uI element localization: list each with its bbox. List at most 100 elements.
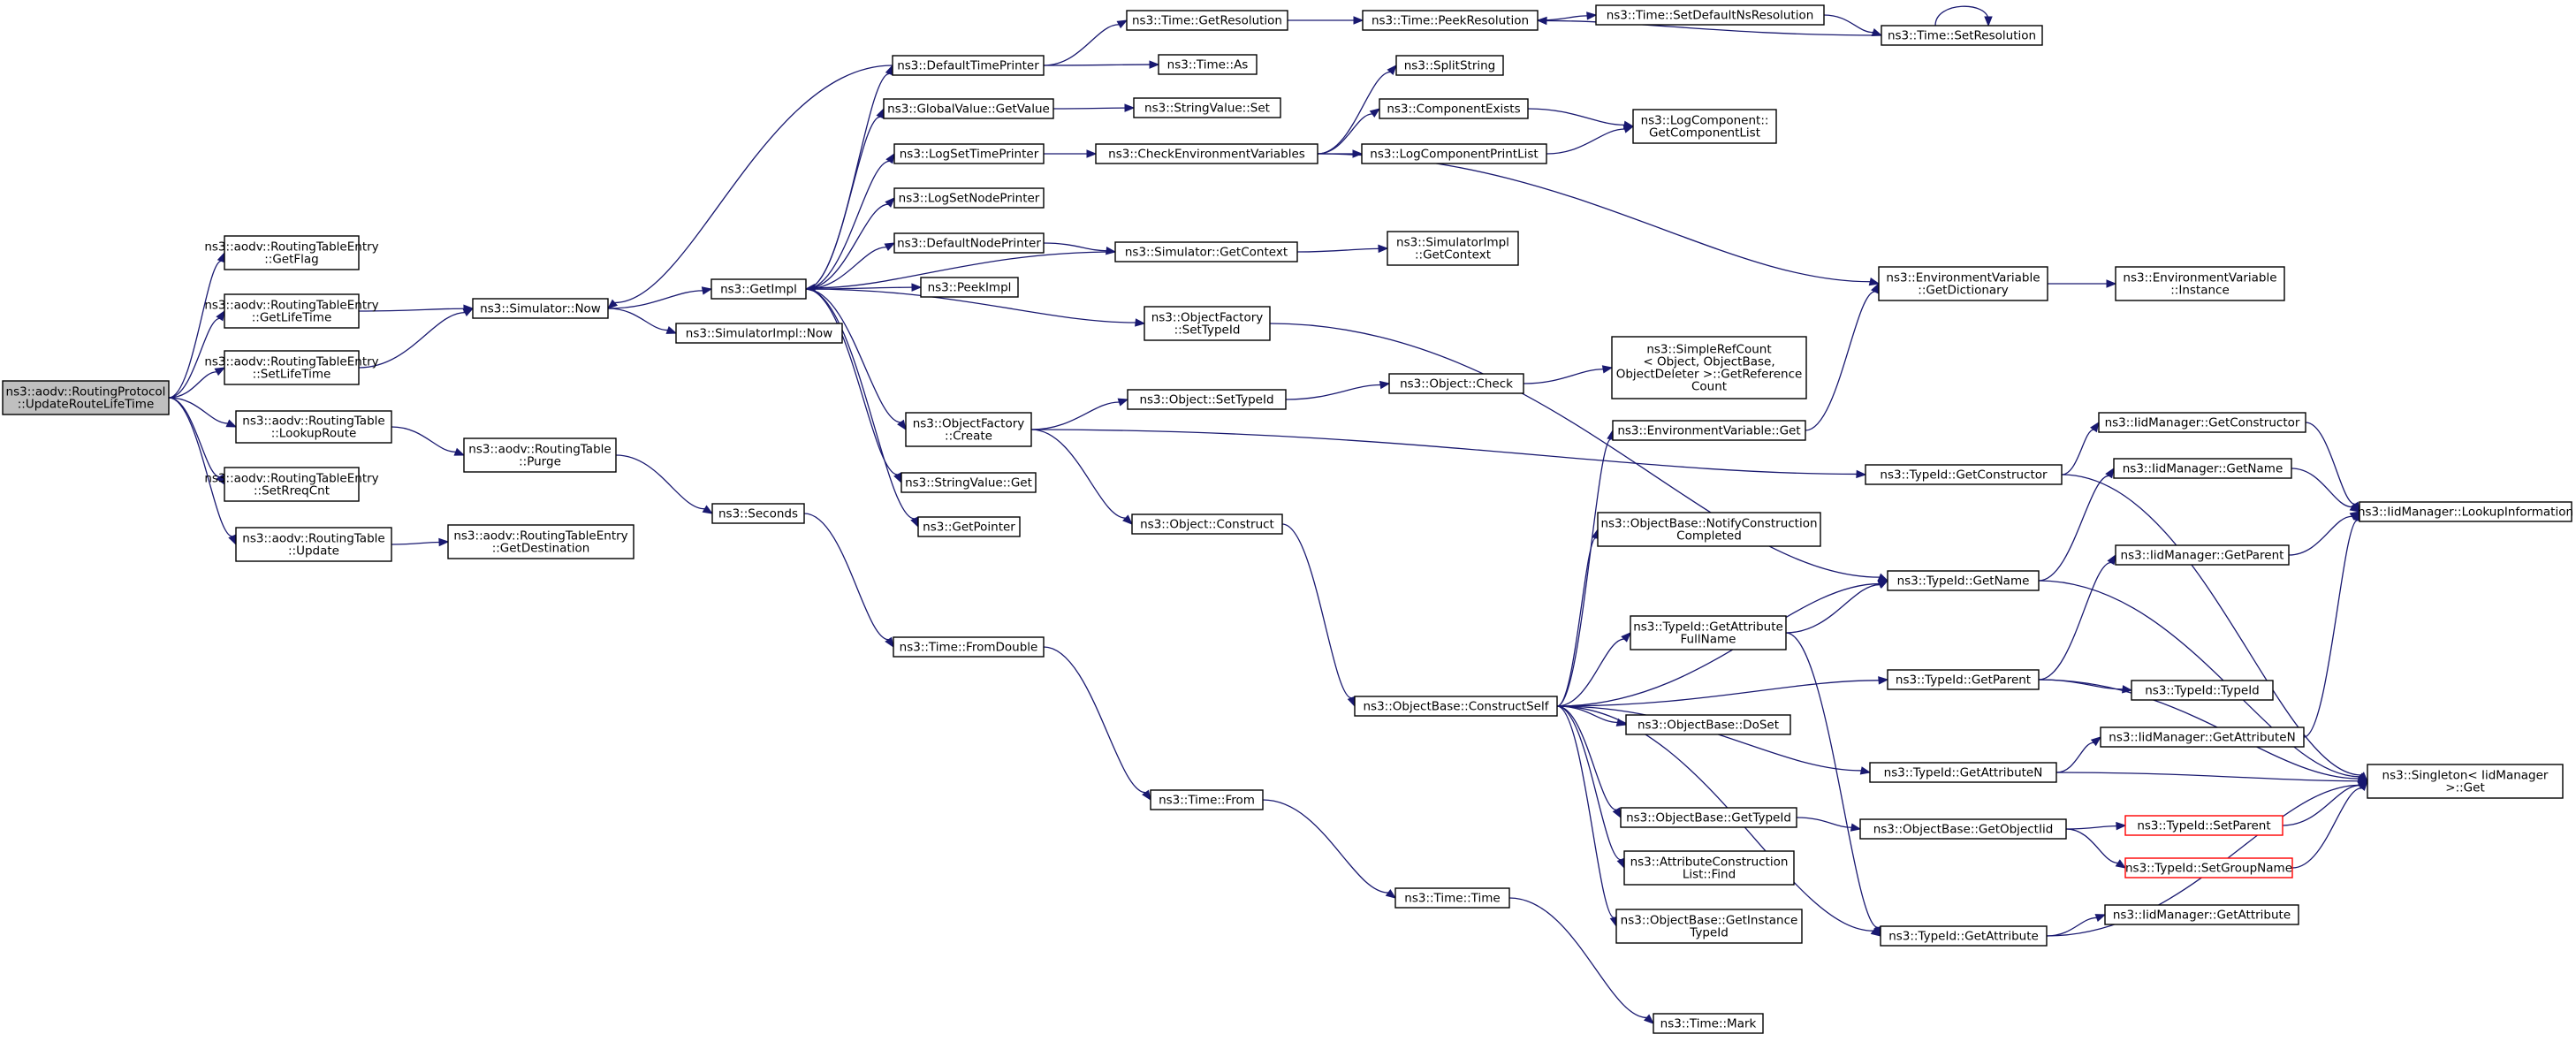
node-root[interactable]: ns3::aodv::RoutingProtocol::UpdateRouteL… <box>2 380 170 415</box>
node-componentexists[interactable]: ns3::ComponentExists <box>1379 98 1529 119</box>
node-label-line: ::SetLifeTime <box>253 368 331 382</box>
edge-getimpl-to-of-settypeid <box>805 288 1146 327</box>
node-time-setresolution[interactable]: ns3::Time::SetResolution <box>1881 25 2043 46</box>
node-time-setdefaultnsresolution[interactable]: ns3::Time::SetDefaultNsResolution <box>1595 4 1825 26</box>
edge-arrowhead <box>1379 380 1391 390</box>
node-iid-getattributen[interactable]: ns3::IidManager::GetAttributeN <box>2100 726 2305 748</box>
node-time-mark[interactable]: ns3::Time::Mark <box>1653 1013 1764 1034</box>
node-label-line: ObjectDeleter >::GetReference <box>1616 368 1803 382</box>
node-time-as[interactable]: ns3::Time::As <box>1158 54 1258 75</box>
node-label-line: ns3::CheckEnvironmentVariables <box>1108 148 1305 162</box>
node-envvar-get[interactable]: ns3::EnvironmentVariable::Get <box>1612 420 1806 441</box>
node-getimpl[interactable]: ns3::GetImpl <box>710 278 807 300</box>
edge-objectbase-constructself-to-typeid-getattributen <box>1556 705 1872 775</box>
node-rte-getlifetime[interactable]: ns3::aodv::RoutingTableEntry::GetLifeTim… <box>204 293 379 329</box>
edge-checkenv-to-splitstring <box>1317 64 1397 155</box>
node-logcomponent-getcomponentlist[interactable]: ns3::LogComponent::GetComponentList <box>1632 109 1777 144</box>
node-logsettimeprinter[interactable]: ns3::LogSetTimePrinter <box>893 143 1045 164</box>
node-iid-lookupinformation[interactable]: ns3::IidManager::LookupInformation <box>2358 501 2573 522</box>
node-label-line: ::LookupRoute <box>271 427 357 441</box>
node-iid-getattribute[interactable]: ns3::IidManager::GetAttribute <box>2104 904 2299 925</box>
node-peekimpl[interactable]: ns3::PeekImpl <box>920 277 1019 298</box>
node-defaulttimeprinter[interactable]: ns3::DefaultTimePrinter <box>892 55 1045 76</box>
node-seconds[interactable]: ns3::Seconds <box>711 503 805 524</box>
node-sim-now[interactable]: ns3::Simulator::Now <box>472 298 609 319</box>
node-iid-getname[interactable]: ns3::IidManager::GetName <box>2113 458 2292 479</box>
node-rt-purge[interactable]: ns3::aodv::RoutingTable::Purge <box>463 437 617 473</box>
edge-time-setdefaultnsresolution-to-time-setresolution <box>1823 14 1883 36</box>
node-box <box>463 437 617 473</box>
node-globalvalue-getvalue[interactable]: ns3::GlobalValue::GetValue <box>883 98 1054 119</box>
node-of-create[interactable]: ns3::ObjectFactory::Create <box>905 412 1032 447</box>
node-box <box>1620 807 1797 828</box>
node-typeid-getattributen[interactable]: ns3::TypeId::GetAttributeN <box>1869 762 2057 783</box>
node-simimpl-getcontext[interactable]: ns3::SimulatorImpl::GetContext <box>1387 231 1519 266</box>
node-typeid-getattribute[interactable]: ns3::TypeId::GetAttribute <box>1880 925 2048 947</box>
node-time-time[interactable]: ns3::Time::Time <box>1394 887 1510 909</box>
node-singleton-get[interactable]: ns3::Singleton< IidManager>::Get <box>2367 764 2564 799</box>
edge-sim-now-to-getimpl <box>607 286 713 309</box>
node-ob-getobjectiid[interactable]: ns3::ObjectBase::GetObjectIid <box>1859 818 2067 840</box>
edge-arrowhead <box>1105 247 1117 255</box>
node-envvar-instance[interactable]: ns3::EnvironmentVariable::Instance <box>2115 266 2285 301</box>
node-rte-setrreqcnt[interactable]: ns3::aodv::RoutingTableEntry::SetRreqCnt <box>204 467 379 502</box>
node-splitstring[interactable]: ns3::SplitString <box>1395 55 1504 76</box>
node-stringvalue-set[interactable]: ns3::StringValue::Set <box>1133 97 1281 118</box>
node-label-line: ns3::SimulatorImpl <box>1396 236 1509 250</box>
node-typeid-typeid[interactable]: ns3::TypeId::TypeId <box>2131 680 2274 701</box>
node-iid-getparent[interactable]: ns3::IidManager::GetParent <box>2115 544 2290 566</box>
node-simimpl-now[interactable]: ns3::SimulatorImpl::Now <box>675 323 843 344</box>
edge-arrowhead <box>1616 857 1625 870</box>
edge-line <box>1043 242 1107 252</box>
node-ob-notify[interactable]: ns3::ObjectBase::NotifyConstructionCompl… <box>1597 512 1821 547</box>
node-label-line: ns3::Time::PeekResolution <box>1372 14 1529 28</box>
node-sim-getcontext[interactable]: ns3::Simulator::GetContext <box>1114 241 1298 262</box>
node-rt-update[interactable]: ns3::aodv::RoutingTable::Update <box>235 527 392 562</box>
node-typeid-getname[interactable]: ns3::TypeId::GetName <box>1887 570 2040 591</box>
node-iid-getconstructor[interactable]: ns3::IidManager::GetConstructor <box>2098 412 2306 433</box>
node-rte-getflag[interactable]: ns3::aodv::RoutingTableEntry::GetFlag <box>204 235 379 270</box>
node-rte-getdestination[interactable]: ns3::aodv::RoutingTableEntry::GetDestina… <box>447 524 635 559</box>
node-of-settypeid[interactable]: ns3::ObjectFactory::SetTypeId <box>1144 306 1271 341</box>
node-box <box>1127 389 1287 410</box>
node-typeid-setparent[interactable]: ns3::TypeId::SetParent <box>2124 815 2283 836</box>
node-logcomponentprintlist[interactable]: ns3::LogComponentPrintList <box>1361 143 1547 164</box>
node-envvar-getdictionary[interactable]: ns3::EnvironmentVariable::GetDictionary <box>1878 266 2048 301</box>
node-label-line: ns3::Time::FromDouble <box>900 641 1038 655</box>
node-getpointer[interactable]: ns3::GetPointer <box>917 516 1021 537</box>
node-box <box>905 412 1032 447</box>
edge-seconds-to-time-fromdouble <box>803 513 894 649</box>
node-defaultnodeprinter[interactable]: ns3::DefaultNodePrinter <box>893 232 1045 254</box>
node-typeid-getparent[interactable]: ns3::TypeId::GetParent <box>1887 669 2040 690</box>
node-time-from[interactable]: ns3::Time::From <box>1150 789 1264 810</box>
node-stringvalue-get[interactable]: ns3::StringValue::Get <box>900 472 1037 493</box>
node-label-line: ns3::Object::Construct <box>1140 518 1274 532</box>
node-logsetnodeprinter[interactable]: ns3::LogSetNodePrinter <box>893 187 1045 209</box>
node-obj-settypeid[interactable]: ns3::Object::SetTypeId <box>1127 389 1287 410</box>
node-ob-doset[interactable]: ns3::ObjectBase::DoSet <box>1625 714 1791 735</box>
node-rt-lookuproute[interactable]: ns3::aodv::RoutingTable::LookupRoute <box>235 410 392 444</box>
edge-line <box>1269 323 1880 578</box>
node-time-peekresolution[interactable]: ns3::Time::PeekResolution <box>1362 10 1539 31</box>
node-objectbase-constructself[interactable]: ns3::ObjectBase::ConstructSelf <box>1354 696 1558 717</box>
node-time-fromdouble[interactable]: ns3::Time::FromDouble <box>893 636 1045 658</box>
edge-arrowhead <box>453 447 466 456</box>
edge-arrowhead <box>1536 16 1547 26</box>
node-checkenv[interactable]: ns3::CheckEnvironmentVariables <box>1095 143 1318 164</box>
node-time-getresolution[interactable]: ns3::Time::GetResolution <box>1126 10 1288 31</box>
node-typeid-setgroupname[interactable]: ns3::TypeId::SetGroupName <box>2124 857 2293 878</box>
node-rte-setlifetime[interactable]: ns3::aodv::RoutingTableEntry::SetLifeTim… <box>204 350 379 385</box>
node-obj-check[interactable]: ns3::Object::Check <box>1388 373 1524 394</box>
edge-objectbase-constructself-to-ob-notify <box>1556 528 1600 707</box>
node-ob-gettypeid[interactable]: ns3::ObjectBase::GetTypeId <box>1620 807 1797 828</box>
node-label-line: ns3::TypeId::SetGroupName <box>2125 862 2292 876</box>
node-simplerefcount[interactable]: ns3::SimpleRefCount< Object, ObjectBase,… <box>1611 336 1807 399</box>
edge-line <box>1296 247 1379 253</box>
node-label-line: ns3::StringValue::Set <box>1144 102 1270 116</box>
node-obj-construct[interactable]: ns3::Object::Construct <box>1131 513 1283 535</box>
node-typeid-getconstructor[interactable]: ns3::TypeId::GetConstructor <box>1865 464 2063 485</box>
edge-arrowhead <box>2116 821 2127 831</box>
